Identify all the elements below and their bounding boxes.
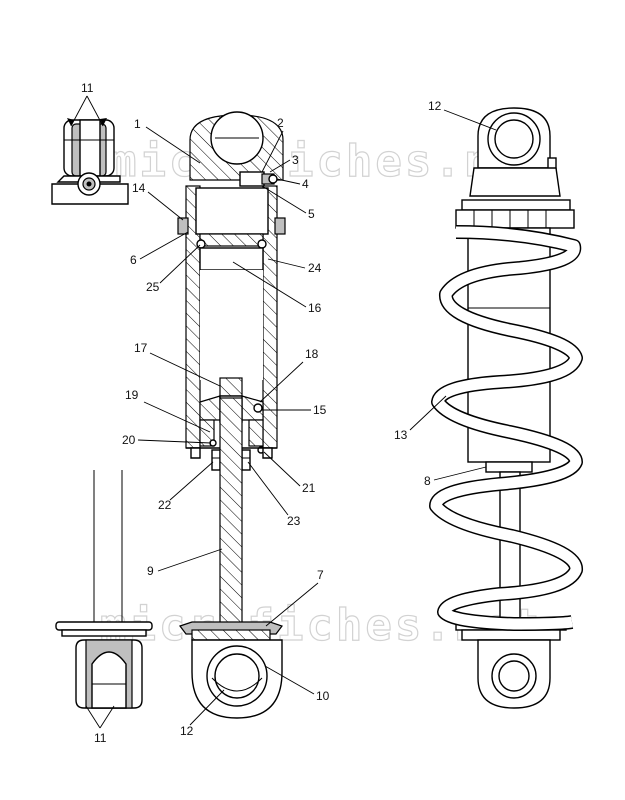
callout-1: 1	[134, 117, 201, 164]
callout-20: 20	[122, 433, 212, 447]
svg-text:20: 20	[122, 433, 136, 447]
svg-text:18: 18	[305, 347, 319, 361]
callout-6: 6	[130, 231, 189, 267]
svg-text:21: 21	[302, 481, 316, 495]
svg-text:12: 12	[180, 724, 194, 738]
callout-16: 16	[232, 261, 322, 315]
svg-text:14: 14	[132, 181, 146, 195]
svg-text:8: 8	[424, 474, 431, 488]
svg-text:23: 23	[287, 514, 301, 528]
svg-text:1: 1	[134, 117, 141, 131]
svg-text:13: 13	[394, 428, 408, 442]
callout-3: 3	[269, 153, 299, 173]
svg-text:15: 15	[313, 403, 327, 417]
callout-13: 13	[394, 395, 447, 442]
callout-12-bottom: 12	[180, 689, 225, 738]
callout-19: 19	[125, 388, 211, 433]
svg-text:2: 2	[277, 116, 284, 130]
svg-text:11: 11	[81, 81, 94, 95]
svg-text:5: 5	[308, 207, 315, 221]
callout-18: 18	[259, 347, 319, 403]
callout-22: 22	[158, 461, 214, 512]
callout-12-right: 12	[428, 99, 497, 131]
svg-text:25: 25	[146, 280, 160, 294]
callout-15: 15	[262, 403, 327, 417]
svg-text:24: 24	[308, 261, 322, 275]
callout-24: 24	[267, 258, 322, 275]
lower-mount-detail-view	[55, 470, 153, 709]
callout-bottom-left-11: 11	[85, 705, 115, 745]
svg-text:17: 17	[134, 341, 148, 355]
callout-2: 2	[261, 116, 284, 173]
svg-text:12: 12	[428, 99, 442, 113]
svg-text:19: 19	[125, 388, 139, 402]
upper-mount-detail-view	[51, 119, 129, 205]
coil-spring	[429, 225, 583, 631]
svg-text:4: 4	[302, 177, 309, 191]
callout-8: 8	[424, 466, 487, 488]
svg-text:16: 16	[308, 301, 322, 315]
svg-text:3: 3	[292, 153, 299, 167]
callout-7: 7	[265, 568, 324, 627]
callout-top-left-11: 11	[67, 81, 107, 127]
shock-assembled-view	[429, 107, 583, 709]
shock-section-view	[177, 111, 286, 719]
callout-10: 10	[264, 665, 330, 703]
svg-text:11: 11	[94, 731, 107, 745]
svg-text:6: 6	[130, 253, 137, 267]
callout-21: 21	[263, 451, 316, 495]
svg-text:9: 9	[147, 564, 154, 578]
callout-17: 17	[134, 341, 221, 387]
callout-4: 4	[276, 177, 309, 191]
callout-9: 9	[147, 548, 223, 578]
callout-5: 5	[261, 185, 315, 221]
svg-text:7: 7	[317, 568, 324, 582]
svg-text:10: 10	[316, 689, 330, 703]
callout-23: 23	[247, 461, 301, 528]
callout-25: 25	[146, 244, 201, 294]
svg-text:22: 22	[158, 498, 172, 512]
callout-14: 14	[132, 181, 184, 221]
